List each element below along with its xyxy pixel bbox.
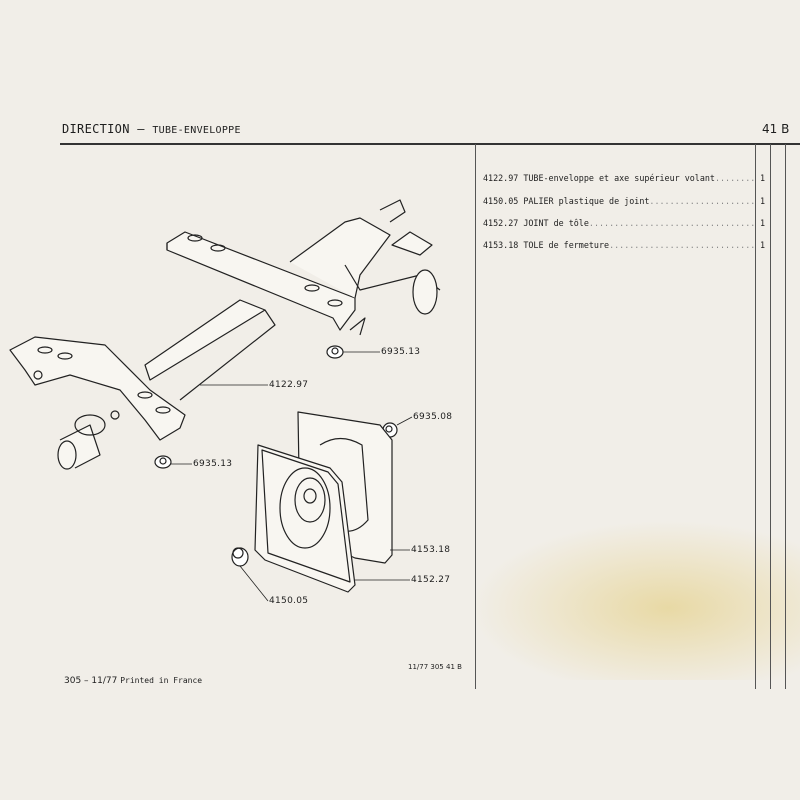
callout-label: 4153.18	[411, 545, 451, 555]
table-border-left	[475, 144, 476, 689]
header-rule	[60, 143, 800, 145]
bearing-icon	[231, 547, 249, 567]
parts-qty: 1	[760, 196, 766, 206]
table-column-divider	[770, 144, 771, 689]
parts-row: 4150.05 PALIER plastique de joint.......…	[483, 196, 755, 206]
column-housing	[289, 199, 441, 336]
exploded-diagram	[9, 199, 441, 602]
table-column-divider	[785, 144, 786, 689]
nut-upper-icon	[326, 345, 344, 359]
parts-row: 4122.97 TUBE-enveloppe et axe supérieur …	[483, 173, 755, 183]
leader-lines	[171, 351, 413, 602]
parts-qty: 1	[760, 173, 766, 183]
callout-label: 4152.27	[411, 575, 451, 585]
tube-end-cylinder	[57, 414, 106, 470]
paper-stain	[470, 520, 800, 680]
title-sub: TUBE-ENVELOPPE	[152, 125, 241, 136]
title-separator: –	[137, 122, 145, 136]
upper-bracket	[166, 231, 356, 331]
steering-tube	[144, 299, 276, 401]
page-title: DIRECTION – TUBE-ENVELOPPE	[62, 122, 241, 136]
callout-label: 4150.05	[269, 596, 309, 606]
callout-label: 6935.08	[413, 412, 453, 422]
callout-label: 6935.13	[381, 347, 421, 357]
parts-qty: 1	[760, 240, 766, 250]
parts-row: 4153.18 TOLE de fermeture...............…	[483, 240, 755, 250]
page-number: 41 B	[762, 122, 790, 136]
table-column-divider	[755, 144, 756, 689]
footer-code: 11/77 305 41 B	[408, 663, 462, 671]
footer-left: 305 – 11/77 Printed in France	[64, 676, 203, 686]
parts-qty: 1	[760, 218, 766, 228]
callout-label: 4122.97	[269, 380, 309, 390]
gasket	[254, 444, 356, 593]
lower-bracket	[9, 336, 186, 441]
parts-row: 4152.27 JOINT de tôle...................…	[483, 218, 755, 228]
nut-lower-icon	[154, 455, 172, 469]
callout-label: 6935.13	[193, 459, 233, 469]
title-main: DIRECTION	[62, 122, 130, 136]
